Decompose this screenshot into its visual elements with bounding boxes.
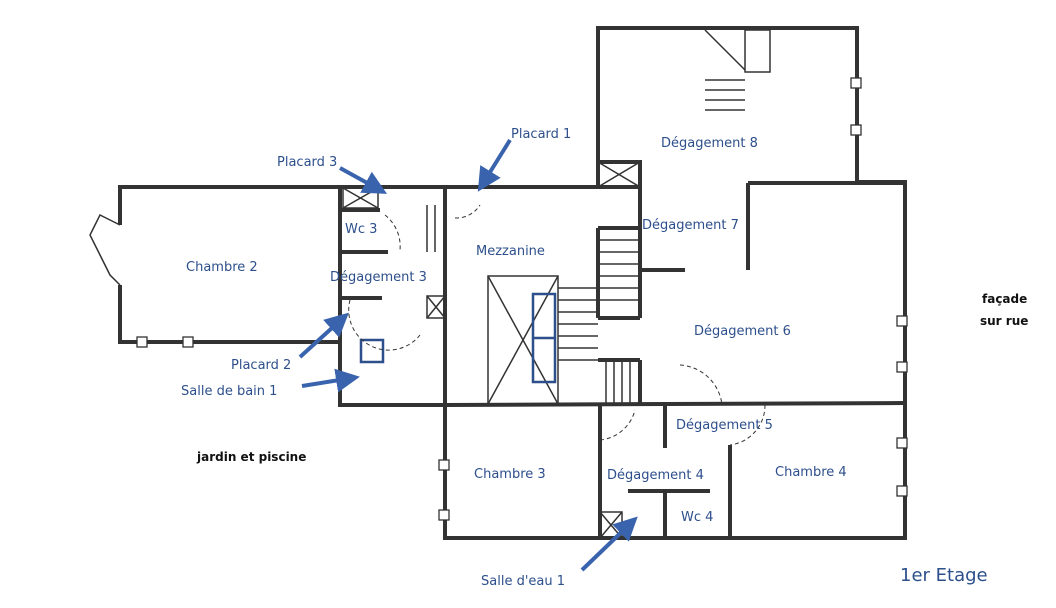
- arrow-salle-de-bain-1: [301, 368, 360, 393]
- label-facade-line-2: sur rue: [980, 314, 1028, 328]
- room-chambre-4: Chambre 4: [775, 465, 847, 480]
- label-placard-3: Placard 3: [277, 155, 337, 170]
- arrow-placard-2: [298, 312, 349, 359]
- room-degagement-5: Dégagement 5: [676, 418, 773, 433]
- room-chambre-2: Chambre 2: [186, 260, 258, 275]
- arrow-placard-3: [339, 166, 388, 194]
- room-degagement-6: Dégagement 6: [694, 324, 791, 339]
- room-degagement-3: Dégagement 3: [330, 270, 427, 285]
- room-chambre-3: Chambre 3: [474, 467, 546, 482]
- label-salle-eau-1: Salle d'eau 1: [481, 574, 565, 589]
- room-wc-3: Wc 3: [345, 222, 377, 237]
- room-degagement-7: Dégagement 7: [642, 218, 739, 233]
- label-placard-2: Placard 2: [231, 358, 291, 373]
- stairs: [426, 29, 771, 403]
- room-wc-4: Wc 4: [681, 510, 713, 525]
- windows: [136, 77, 908, 521]
- label-facade-line-1: façade: [982, 292, 1027, 306]
- label-salle-de-bain-1: Salle de bain 1: [181, 384, 277, 399]
- bay-window: [89, 213, 121, 286]
- floor-title: 1er Etage: [900, 565, 988, 586]
- room-mezzanine: Mezzanine: [476, 244, 545, 259]
- callout-arrows: [298, 138, 638, 572]
- door-swings: [348, 204, 766, 446]
- interior-walls: [338, 29, 906, 539]
- arrow-placard-1: [477, 138, 512, 192]
- label-garden: jardin et piscine: [196, 450, 306, 464]
- label-placard-1: Placard 1: [511, 127, 571, 142]
- arrow-salle-eau-1: [580, 516, 638, 572]
- room-degagement-8: Dégagement 8: [661, 136, 758, 151]
- room-labels: Chambre 2 Wc 3 Dégagement 3 Mezzanine Dé…: [186, 136, 847, 525]
- room-degagement-4: Dégagement 4: [607, 468, 704, 483]
- callout-labels: Placard 1 Placard 3 Placard 2 Salle de b…: [181, 127, 571, 589]
